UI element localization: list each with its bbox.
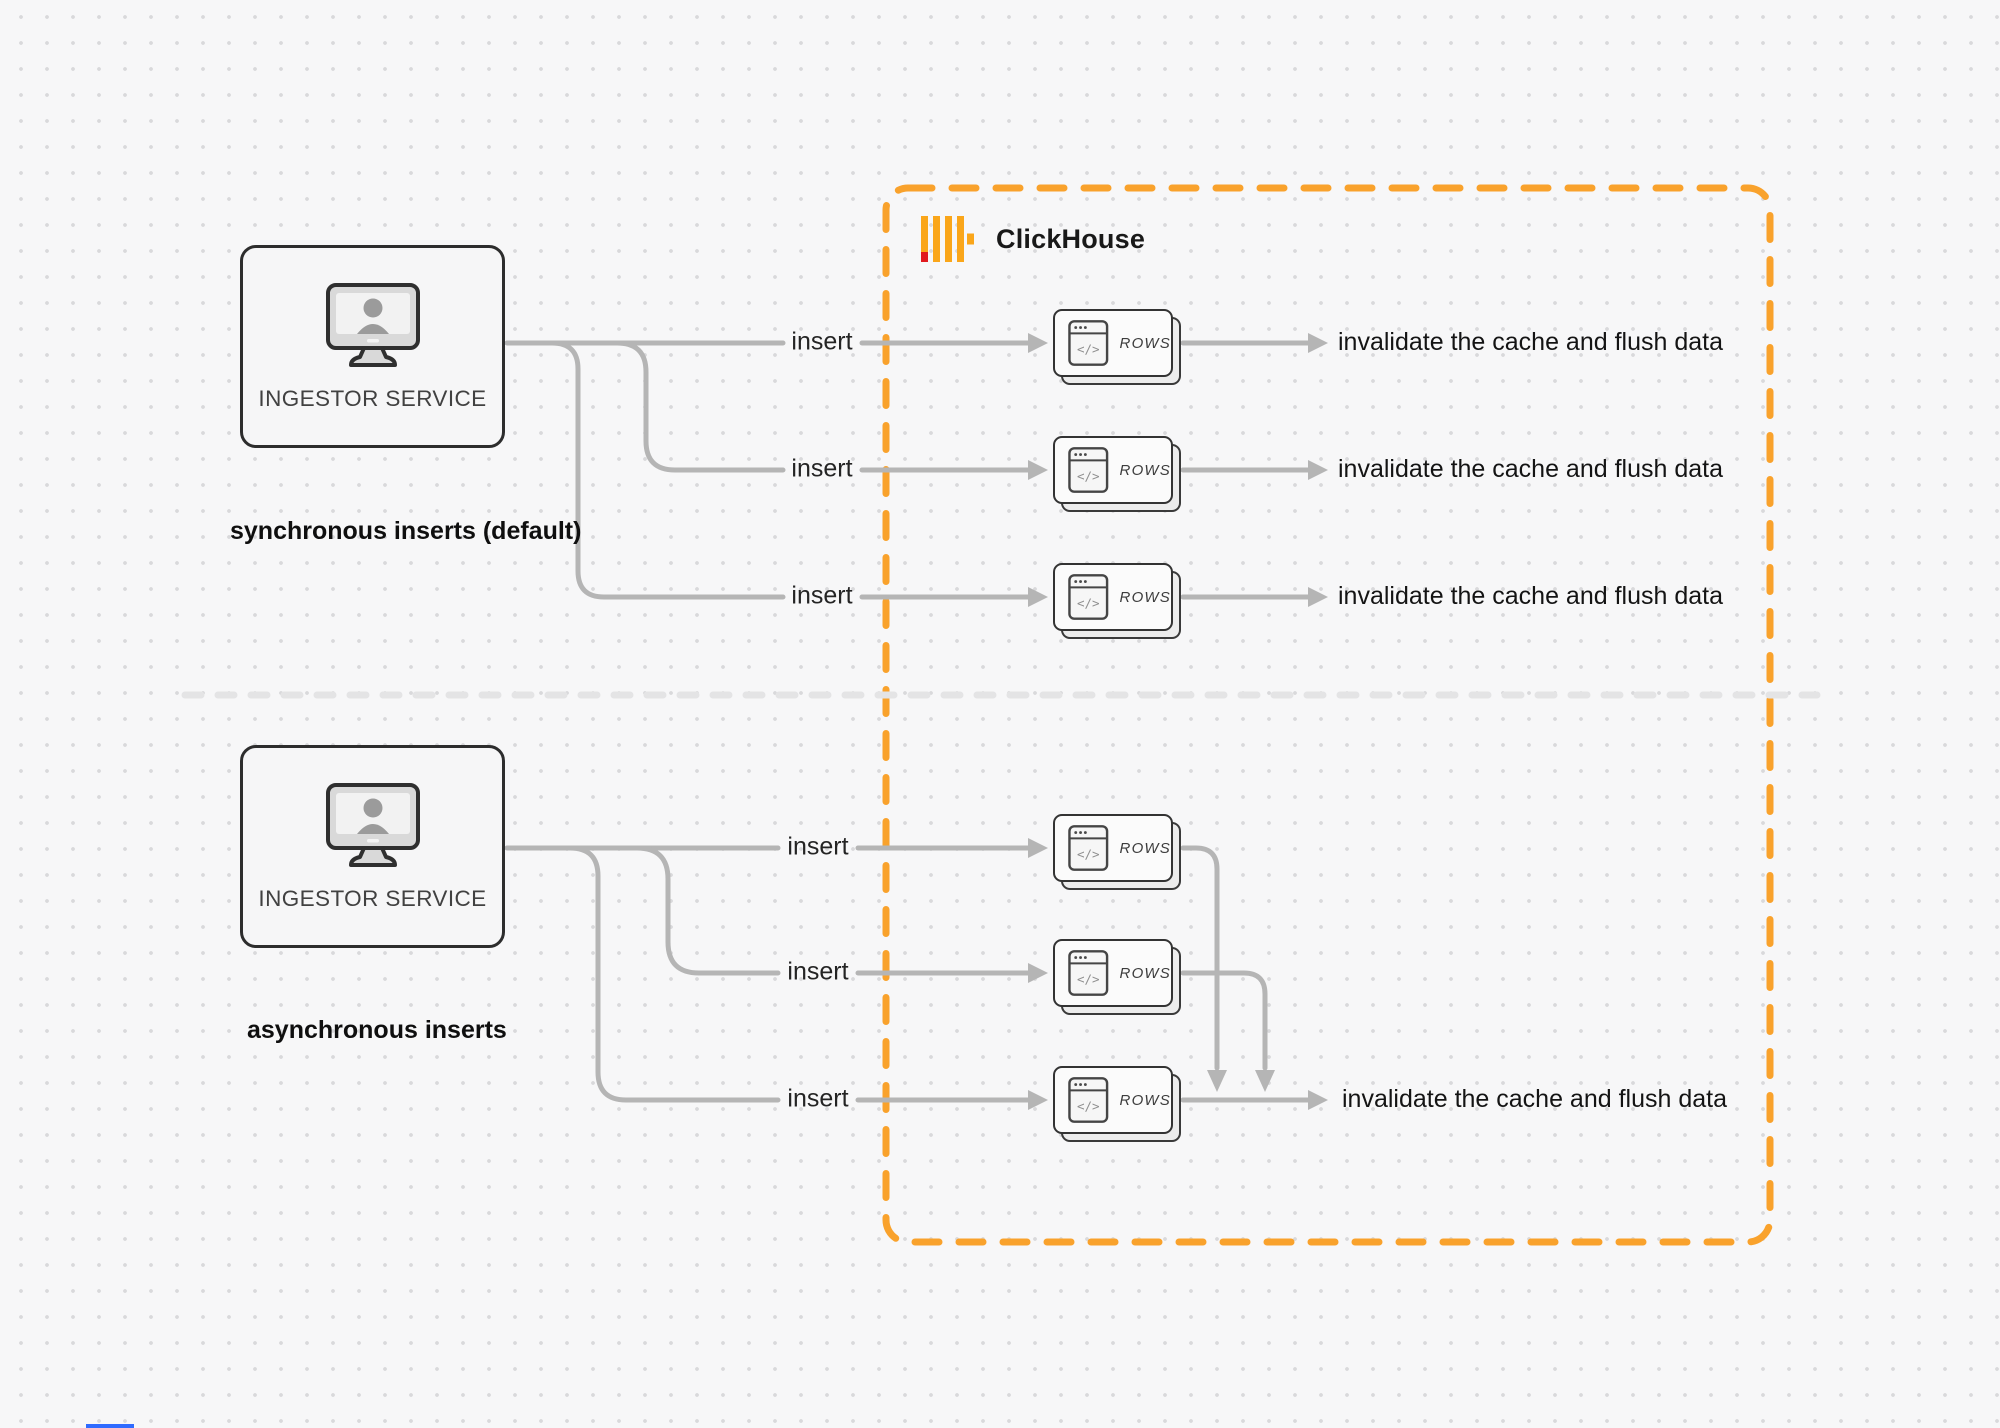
rows-card: </> ROWS <box>1053 309 1183 387</box>
code-window-icon: </> <box>1068 950 1109 996</box>
rows-card-label: ROWS <box>1119 334 1171 352</box>
rows-card: </> ROWS <box>1053 563 1183 641</box>
arrowhead-icon <box>1028 333 1048 353</box>
svg-text:</>: </> <box>1077 972 1100 987</box>
rows-card-front: </> ROWS <box>1053 939 1173 1007</box>
arrowhead-icon <box>1028 1090 1048 1110</box>
bottom-edge-artifact <box>86 1424 134 1428</box>
async-ingestor-label: INGESTOR SERVICE <box>258 885 487 911</box>
arrowhead-down-icon <box>1255 1070 1275 1092</box>
rows-card: </> ROWS <box>1053 814 1183 892</box>
arrowhead-icon <box>1308 460 1328 480</box>
sync-ingestor-box: INGESTOR SERVICE <box>240 245 505 448</box>
rows-card-front: </> ROWS <box>1053 309 1173 377</box>
svg-text:</>: </> <box>1077 596 1100 611</box>
rows-card-front: </> ROWS <box>1053 563 1173 631</box>
async-branch-row3 <box>567 845 781 1103</box>
async-caption: asynchronous inserts <box>247 1016 507 1044</box>
clickhouse-brand: ClickHouse <box>921 216 1145 262</box>
rows-card: </> ROWS <box>1053 1066 1183 1144</box>
sync-branch-row2 <box>614 340 786 473</box>
clickhouse-bars-icon <box>921 216 974 262</box>
async-ingestor-box: INGESTOR SERVICE <box>240 745 505 948</box>
code-window-icon: </> <box>1068 1077 1109 1123</box>
clickhouse-boundary <box>882 184 1774 1246</box>
async-result-label: invalidate the cache and flush data <box>1342 1084 1727 1113</box>
svg-text:</>: </> <box>1077 847 1100 862</box>
arrowhead-icon <box>1308 1090 1328 1110</box>
sync-result-label-3: invalidate the cache and flush data <box>1338 581 1723 610</box>
rows-card: </> ROWS <box>1053 436 1183 514</box>
arrowhead-icon <box>1028 460 1048 480</box>
rows-card-label: ROWS <box>1119 964 1171 982</box>
code-window-icon: </> <box>1068 825 1109 871</box>
rows-card-front: </> ROWS <box>1053 1066 1173 1134</box>
sync-result-label-1: invalidate the cache and flush data <box>1338 327 1723 356</box>
rows-card-front: </> ROWS <box>1053 814 1173 882</box>
rows-card-label: ROWS <box>1119 1091 1171 1109</box>
svg-text:</>: </> <box>1077 1099 1100 1114</box>
code-window-icon: </> <box>1068 320 1109 366</box>
arrowhead-icon <box>1308 333 1328 353</box>
async-branch-row2 <box>634 845 781 976</box>
clickhouse-brand-name: ClickHouse <box>996 223 1146 254</box>
sync-branch-row3 <box>549 340 786 600</box>
sync-insert-label-2: insert <box>791 454 853 483</box>
arrowhead-icon <box>1028 587 1048 607</box>
monitor-user-icon <box>325 782 420 867</box>
arrowhead-icon <box>1308 587 1328 607</box>
rows-card-front: </> ROWS <box>1053 436 1173 504</box>
async-merge-line-1 <box>1180 845 1220 1071</box>
sync-caption: synchronous inserts (default) <box>230 517 582 545</box>
arrowhead-icon <box>1028 838 1048 858</box>
rows-card-label: ROWS <box>1119 839 1171 857</box>
sync-insert-label-3: insert <box>791 581 853 610</box>
sync-insert-label-1: insert <box>791 327 853 356</box>
monitor-user-icon <box>325 282 420 367</box>
rows-card-label: ROWS <box>1119 461 1171 479</box>
async-insert-label-1: insert <box>787 832 849 861</box>
svg-text:</>: </> <box>1077 342 1100 357</box>
async-insert-label-2: insert <box>787 957 849 986</box>
rows-card-label: ROWS <box>1119 588 1171 606</box>
sync-result-label-2: invalidate the cache and flush data <box>1338 454 1723 483</box>
svg-text:</>: </> <box>1077 469 1100 484</box>
rows-card: </> ROWS <box>1053 939 1183 1017</box>
arrowhead-icon <box>1028 963 1048 983</box>
code-window-icon: </> <box>1068 574 1109 620</box>
async-merge-line-2 <box>1180 970 1268 1071</box>
async-insert-label-3: insert <box>787 1084 849 1113</box>
code-window-icon: </> <box>1068 447 1109 493</box>
arrowhead-down-icon <box>1207 1070 1227 1092</box>
sync-ingestor-label: INGESTOR SERVICE <box>258 385 487 411</box>
